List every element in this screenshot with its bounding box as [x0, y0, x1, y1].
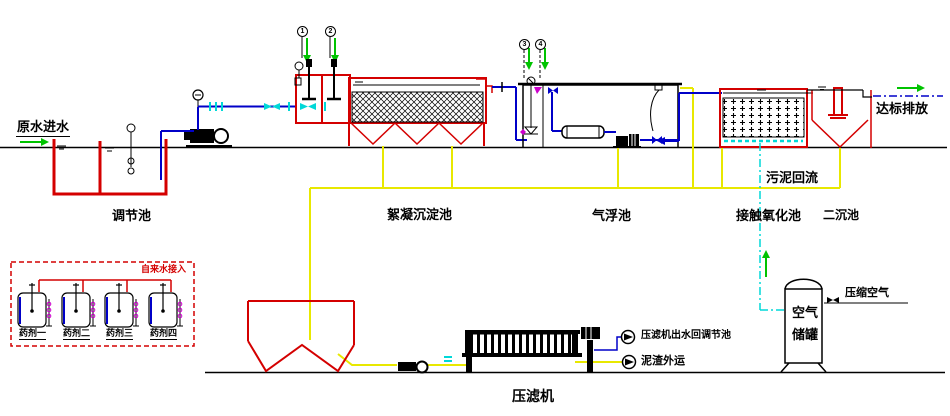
- sludge-tank-shape: [247, 300, 355, 373]
- flocculation-tank-shape: [295, 74, 493, 146]
- filter-press-shape: [462, 327, 600, 372]
- discharge-pipe: [873, 84, 943, 97]
- daf-release-riser: [520, 85, 542, 135]
- regulating-tank-shape: [52, 139, 168, 196]
- mixer-icon-2: [327, 59, 341, 101]
- label-regulating-tank: 调节池: [112, 208, 152, 223]
- label-compliant-discharge: 达标排放: [876, 101, 929, 116]
- label-compressed-air: 压缩空气: [845, 287, 889, 299]
- chemical-tanks-icons: [17, 283, 183, 328]
- ph-gauge-icon: [294, 61, 304, 86]
- sludge-pump-icon: [398, 356, 452, 374]
- label-air-flotation-tank: 气浮池: [592, 208, 632, 223]
- label-chemical-tank-2: 药剂二: [63, 328, 91, 340]
- label-filter-press: 压滤机: [512, 388, 554, 404]
- oxidation-tank-shape: [719, 88, 813, 148]
- daf-saturator-and-pump: [548, 87, 678, 148]
- chemical-station-shape: [10, 261, 195, 347]
- dosing-tag-2: 2: [325, 26, 336, 37]
- floc-outlet-pipe: [492, 82, 527, 141]
- label-air-tank-line1: 空气: [792, 305, 819, 320]
- label-contact-oxidation-tank: 接触氧化池: [736, 208, 802, 223]
- label-chemical-tank-3: 药剂三: [106, 328, 134, 340]
- label-sludge-disposal: 泥渣外运: [641, 355, 685, 367]
- label-chemical-tank-4: 药剂四: [150, 328, 178, 340]
- dosing-tag-4: 4: [535, 39, 546, 50]
- clarifier-shape: [807, 86, 872, 149]
- air-pipe-cyan: [759, 143, 785, 311]
- label-chemical-tank-1: 药剂一: [19, 328, 47, 340]
- feed-pipe-blue: [160, 105, 296, 180]
- label-press-water-return: 压滤机出水回调节池: [641, 330, 731, 341]
- label-flocculation-tank: 絮凝沉淀池: [387, 207, 453, 222]
- valve-marks-cyan: [209, 102, 326, 111]
- raw-water-arrow-icon: [16, 136, 70, 146]
- dosing-tag-3: 3: [519, 39, 530, 50]
- air-storage-tank-shape: [780, 278, 908, 373]
- level-sensor-icon: [126, 123, 136, 175]
- mixer-icon-1: [302, 59, 316, 101]
- dosing-tag-1: 1: [297, 26, 308, 37]
- lift-pump-icon: [184, 128, 232, 147]
- label-sludge-return: 污泥回流: [766, 170, 819, 185]
- sludge-pipes-yellow: [309, 87, 841, 366]
- daf-skimmer-icon: [650, 84, 663, 132]
- label-secondary-sedimentation-tank: 二沉池: [823, 208, 860, 222]
- label-tap-water-inlet: 自来水接入: [141, 264, 187, 274]
- daf-outlet-pipe: [657, 92, 722, 145]
- label-air-tank-line2: 储罐: [792, 327, 819, 342]
- dosing-line-3-icon: [523, 48, 533, 80]
- pressure-gauge-icon: [192, 89, 204, 110]
- label-raw-water-inlet: 原水进水: [17, 119, 70, 134]
- press-connections: [594, 329, 637, 370]
- dosing-line-4-icon: [539, 48, 549, 80]
